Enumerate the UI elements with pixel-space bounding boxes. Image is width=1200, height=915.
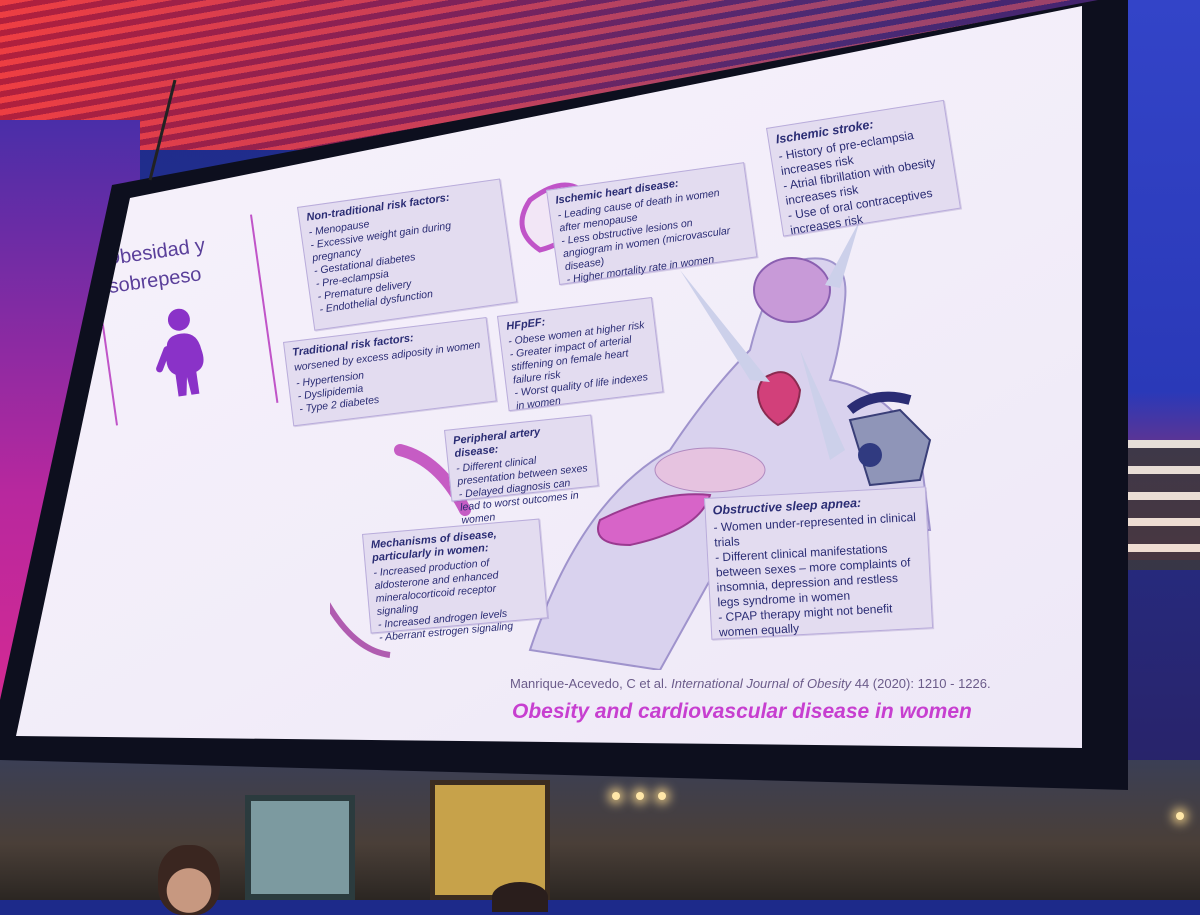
audience-member bbox=[492, 882, 548, 912]
citation-details: 44 (2020): 1210 - 1226. bbox=[854, 676, 991, 691]
peripheral-artery-disease-box: Peripheral artery disease: - Different c… bbox=[444, 414, 599, 527]
slide-title: Obesidad y sobrepeso bbox=[103, 234, 207, 299]
list-item: - Different clinical manifestations betw… bbox=[714, 541, 911, 610]
citation-authors: Manrique-Acevedo, C et al. bbox=[510, 676, 668, 691]
mechanisms-of-disease-box: Mechanisms of disease, particularly in w… bbox=[362, 518, 549, 644]
light-bulb bbox=[658, 792, 666, 800]
light-bulb bbox=[1176, 812, 1184, 820]
slide-title-panel: Obesidad y sobrepeso bbox=[89, 214, 279, 426]
citation: Manrique-Acevedo, C et al. International… bbox=[510, 676, 991, 691]
wall-panel bbox=[430, 780, 550, 900]
citation-journal: International Journal of Obesity bbox=[671, 676, 852, 691]
light-bulb bbox=[636, 792, 644, 800]
obstructive-sleep-apnea-box: Obstructive sleep apnea: - Women under-r… bbox=[704, 486, 934, 640]
doorway bbox=[245, 795, 355, 900]
hfpef-box: HFpEF: - Obese women at higher risk - Gr… bbox=[497, 296, 664, 412]
slide-footer-title: Obesity and cardiovascular disease in wo… bbox=[512, 700, 972, 723]
audience-member bbox=[158, 845, 220, 915]
ischemic-stroke-box: Ischemic stroke: - History of pre-eclamp… bbox=[766, 99, 961, 237]
light-bulb bbox=[612, 792, 620, 800]
stage-rig bbox=[1120, 440, 1200, 570]
person-icon bbox=[156, 308, 204, 397]
